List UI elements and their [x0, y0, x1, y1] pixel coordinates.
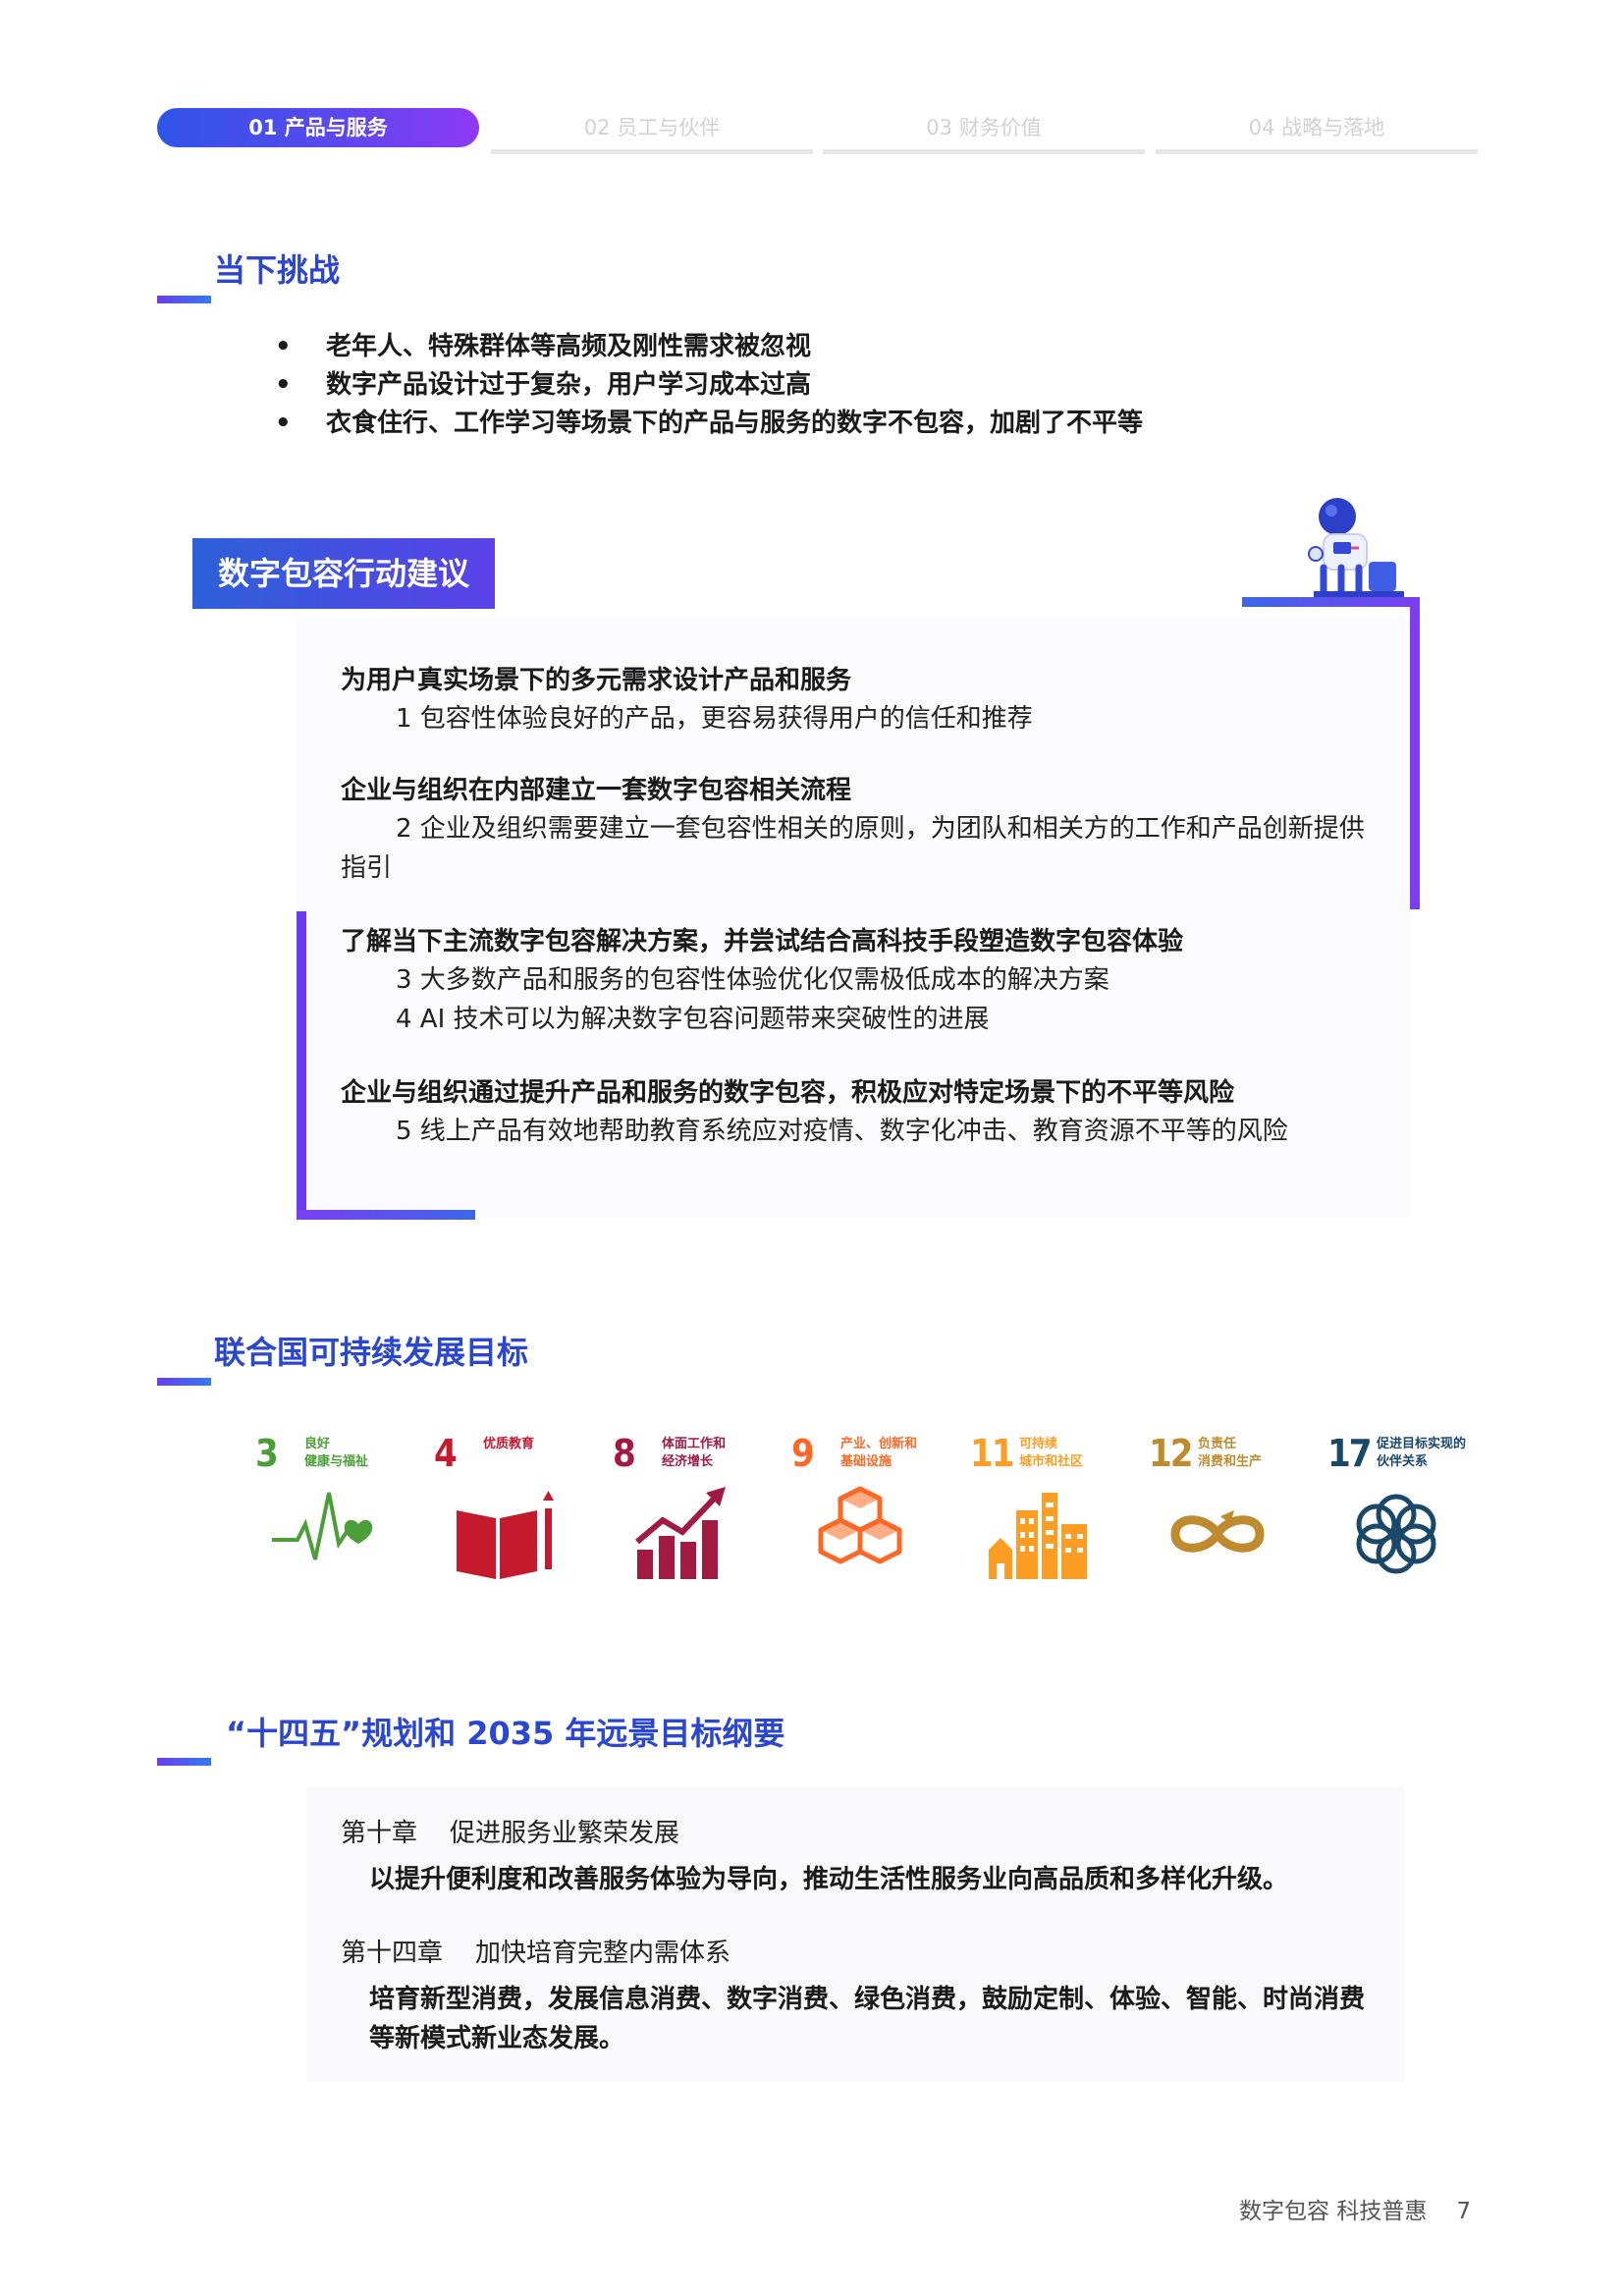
challenges-heading: 当下挑战 — [214, 251, 341, 289]
action-point: 5 线上产品有效地帮助教育系统应对疫情、数字化冲击、教育资源不平等的风险 — [396, 1117, 1288, 1146]
action-suggestions-panel — [297, 617, 1411, 1218]
tab-financial-value[interactable]: 03 财务价值 — [823, 108, 1145, 154]
frame-accent-bottom — [297, 1210, 475, 1220]
sdg-number: 17 — [1327, 1432, 1373, 1475]
tab-strategy-landing[interactable]: 04 战略与落地 — [1156, 108, 1478, 154]
action-group-heading: 企业与组织通过提升产品和服务的数字包容，积极应对特定场景下的不平等风险 — [341, 1078, 1235, 1108]
astronaut-mascot-illustration — [1308, 498, 1404, 597]
sdg-number: 12 — [1149, 1432, 1194, 1475]
page-number: 7 — [1456, 2199, 1471, 2224]
sdg-label: 可持续 城市和社区 — [1019, 1437, 1084, 1469]
sdg-label: 产业、创新和 基础设施 — [840, 1437, 918, 1469]
footer-text: 数字包容 科技普惠 — [1239, 2199, 1428, 2224]
action-group-4: 企业与组织通过提升产品和服务的数字包容，积极应对特定场景下的不平等风险 5 线上… — [341, 1074, 1381, 1151]
heading-accent-bar — [157, 296, 211, 303]
action-group-heading: 企业与组织在内部建立一套数字包容相关流程 — [341, 776, 852, 805]
action-group-2: 企业与组织在内部建立一套数字包容相关流程 2 企业及组织需要建立一套包容性相关的… — [341, 772, 1381, 888]
action-group-heading: 了解当下主流数字包容解决方案，并尝试结合高科技手段塑造数字包容体验 — [341, 927, 1184, 957]
sdg-goal-11: 11 可持续 城市和社区 — [965, 1422, 1132, 1597]
sdg-label: 负责任 消费和生产 — [1198, 1437, 1263, 1469]
frame-accent-left — [297, 911, 306, 1220]
cubes-icon — [818, 1486, 902, 1564]
plan-panel — [306, 1787, 1404, 2082]
infinity-icon — [1170, 1510, 1265, 1553]
action-point: 3 大多数产品和服务的包容性体验优化仅需极低成本的解决方案 — [396, 965, 1109, 995]
tab-products-services[interactable]: 01 产品与服务 — [157, 108, 479, 147]
list-item: 衣食住行、工作学习等场景下的产品与服务的数字不包容，加剧了不平等 — [275, 405, 1143, 443]
sdg-goal-3: 3 良好 健康与福祉 — [250, 1422, 417, 1597]
sdg-number: 4 — [434, 1432, 458, 1475]
sdg-goal-8: 8 体面工作和 经济增长 — [608, 1422, 775, 1597]
action-point: 4 AI 技术可以为解决数字包容问题带来突破性的进展 — [396, 1005, 990, 1034]
plan-chapter-14: 第十四章 加快培育完整内需体系 — [341, 1939, 731, 1968]
action-group-1: 为用户真实场景下的多元需求设计产品和服务 1 包容性体验良好的产品，更容易获得用… — [341, 662, 1381, 738]
sdg-number: 3 — [255, 1432, 279, 1475]
sdg-label: 良好 健康与福祉 — [304, 1437, 369, 1469]
heartbeat-icon — [272, 1492, 373, 1560]
action-point: 1 包容性体验良好的产品，更容易获得用户的信任和推荐 — [396, 704, 1033, 734]
heading-accent-bar — [157, 1378, 211, 1386]
sdg-label: 体面工作和 经济增长 — [662, 1437, 727, 1469]
plan-heading: “十四五”规划和 2035 年远景目标纲要 — [226, 1715, 785, 1752]
city-icon — [989, 1493, 1087, 1579]
frame-accent-right — [1410, 597, 1420, 909]
section-tab-bar: 01 产品与服务 02 员工与伙伴 03 财务价值 04 战略与落地 — [157, 108, 1478, 154]
action-point: 2 企业及组织需要建立一套包容性相关的原则，为团队和相关方的工作和产品创新提供指… — [341, 814, 1365, 883]
sdg-label: 优质教育 — [483, 1437, 535, 1451]
list-item: 数字产品设计过于复杂，用户学习成本过高 — [275, 366, 1143, 405]
frame-accent-top — [1242, 597, 1419, 607]
plan-chapter-10-text: 以提升便利度和改善服务体验为导向，推动生活性服务业向高品质和多样化升级。 — [369, 1865, 1289, 1894]
challenges-list: 老年人、特殊群体等高频及刚性需求被忽视 数字产品设计过于复杂，用户学习成本过高 … — [275, 328, 1143, 443]
sdg-goal-9: 9 产业、创新和 基础设施 — [786, 1422, 953, 1597]
action-group-heading: 为用户真实场景下的多元需求设计产品和服务 — [341, 666, 852, 695]
book-icon — [457, 1491, 554, 1579]
sdg-goal-4: 4 优质教育 — [429, 1422, 596, 1597]
action-group-3: 了解当下主流数字包容解决方案，并尝试结合高科技手段塑造数字包容体验 3 大多数产… — [341, 923, 1381, 1039]
plan-chapter-10: 第十章 促进服务业繁荣发展 — [341, 1819, 680, 1848]
growth-chart-icon — [635, 1487, 726, 1579]
sdg-number: 9 — [791, 1432, 815, 1475]
list-item: 老年人、特殊群体等高频及刚性需求被忽视 — [275, 328, 1143, 366]
sdg-number: 8 — [613, 1432, 636, 1475]
sdg-label: 促进目标实现的 伙伴关系 — [1377, 1437, 1467, 1469]
heading-accent-bar — [157, 1758, 211, 1766]
sdg-icons-row: 3 良好 健康与福祉 4 优质教育 8 体面工作和 经济增长 9 — [250, 1422, 1483, 1597]
sdg-goal-17: 17 促进目标实现的 伙伴关系 — [1323, 1422, 1489, 1597]
sdg-number: 11 — [970, 1432, 1015, 1475]
page-footer: 数字包容 科技普惠 7 — [1239, 2192, 1471, 2225]
plan-chapter-14-text: 培育新型消费，发展信息消费、数字消费、绿色消费，鼓励定制、体验、智能、时尚消费等… — [369, 1985, 1366, 2053]
sdg-goal-12: 12 负责任 消费和生产 — [1144, 1422, 1311, 1597]
sdg-heading: 联合国可持续发展目标 — [214, 1334, 529, 1371]
partnership-flower-icon — [1356, 1494, 1436, 1574]
action-suggestions-heading: 数字包容行动建议 — [192, 538, 495, 609]
tab-staff-partners[interactable]: 02 员工与伙伴 — [491, 108, 813, 154]
